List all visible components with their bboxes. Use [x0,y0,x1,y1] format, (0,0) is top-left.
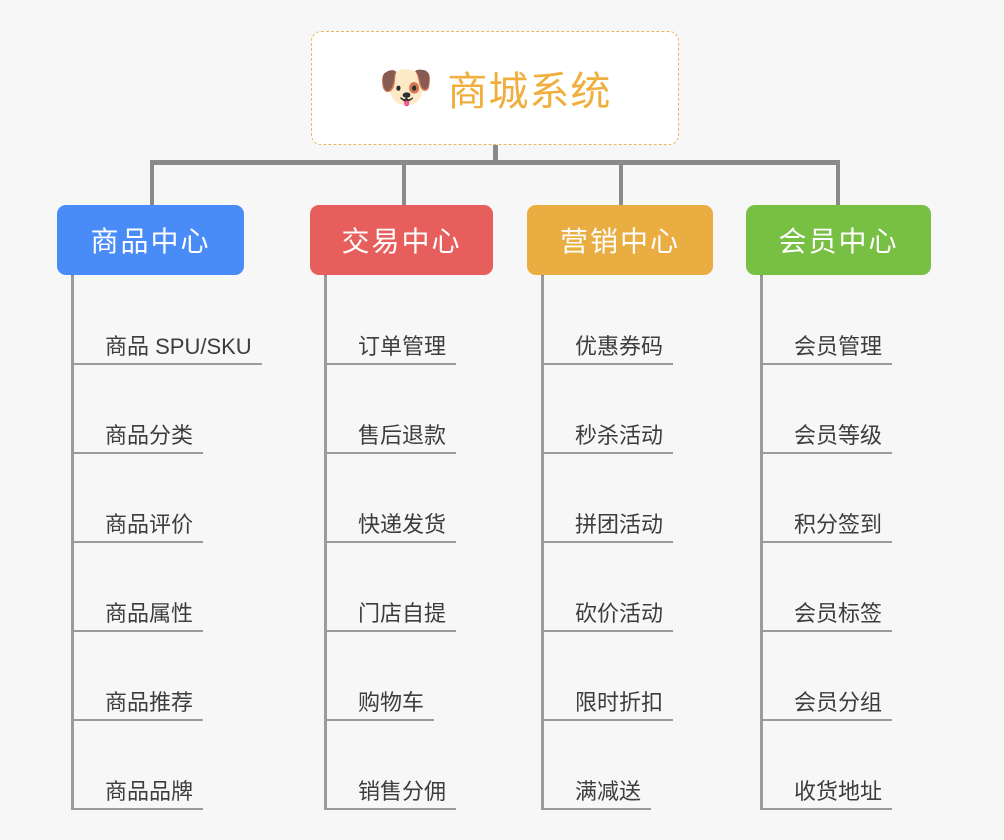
leaf-item-rule [324,719,434,721]
leaf-item-label: 会员标签 [794,600,883,626]
root-stem-connector [493,145,498,164]
leaf-item-label: 会员管理 [794,333,883,359]
branch-box-2[interactable]: 交易中心 [310,205,493,275]
leaf-spine-2 [324,276,327,810]
leaf-item-label: 商品评价 [105,511,194,537]
leaf-item-rule [760,630,892,632]
leaf-item-rule [324,808,456,810]
leaf-item-rule [760,363,892,365]
leaf-item-label: 商品品牌 [105,778,194,804]
leaf-item-rule [324,452,456,454]
leaf-item-rule [71,719,203,721]
leaf-item-label: 会员等级 [794,422,883,448]
leaf-item-rule [324,630,456,632]
branch-drop-connector-2 [402,160,406,205]
branch-label-2: 交易中心 [341,226,462,257]
leaf-item-label: 收货地址 [794,778,883,804]
leaf-item[interactable]: 拼团活动 [541,454,673,543]
leaf-item-rule [71,808,203,810]
branch-box-1[interactable]: 商品中心 [57,205,244,275]
leaf-item-rule [760,541,892,543]
root-node[interactable]: 🐶 商城系统 [311,31,679,145]
leaf-item-label: 购物车 [358,689,425,715]
leaf-item-rule [71,363,262,365]
branch-bus-connector [150,160,840,165]
leaf-item-label: 售后退款 [358,422,447,448]
leaf-item[interactable]: 销售分佣 [324,721,456,810]
leaf-item[interactable]: 订单管理 [324,276,456,365]
branch-box-3[interactable]: 营销中心 [527,205,713,275]
branch-label-4: 会员中心 [778,226,899,257]
root-node-label: 商城系统 [447,70,612,114]
leaf-item-label: 满减送 [575,778,642,804]
leaf-item[interactable]: 购物车 [324,632,446,721]
leaf-item-rule [541,630,673,632]
leaf-item-rule [71,630,203,632]
leaf-item-label: 限时折扣 [575,689,664,715]
leaf-item[interactable]: 商品品牌 [71,721,252,810]
leaf-column-1: 商品 SPU/SKU 商品分类 商品评价 商品属性 商品推荐 商品品牌 [71,276,262,810]
leaf-item-label: 快递发货 [358,511,447,537]
leaf-item-rule [71,452,203,454]
leaf-spine-1 [71,276,74,810]
leaf-item[interactable]: 会员分组 [760,632,892,721]
leaf-item-rule [541,719,673,721]
leaf-item-rule [324,541,456,543]
leaf-item[interactable]: 优惠券码 [541,276,673,365]
leaf-item-rule [760,719,892,721]
leaf-item-rule [324,363,456,365]
leaf-item[interactable]: 商品推荐 [71,632,252,721]
leaf-item-rule [541,452,673,454]
branch-drop-connector-3 [619,160,623,205]
leaf-item[interactable]: 限时折扣 [541,632,673,721]
branch-drop-connector-1 [150,160,154,205]
leaf-column-2: 订单管理 售后退款 快递发货 门店自提 购物车 销售分佣 [324,276,456,810]
leaf-item[interactable]: 满减送 [541,721,663,810]
leaf-item[interactable]: 会员管理 [760,276,892,365]
leaf-item-label: 会员分组 [794,689,883,715]
leaf-item[interactable]: 商品 SPU/SKU [71,276,262,365]
leaf-item[interactable]: 积分签到 [760,454,892,543]
leaf-item-label: 商品 SPU/SKU [105,333,252,359]
leaf-item[interactable]: 门店自提 [324,543,456,632]
leaf-item[interactable]: 商品分类 [71,365,252,454]
leaf-item-rule [71,541,203,543]
branch-box-4[interactable]: 会员中心 [746,205,931,275]
leaf-item[interactable]: 会员标签 [760,543,892,632]
shiba-dog-face-icon: 🐶 [378,63,434,112]
leaf-item-label: 商品属性 [105,600,194,626]
leaf-spine-4 [760,276,763,810]
leaf-item[interactable]: 商品评价 [71,454,252,543]
leaf-item-rule [541,541,673,543]
leaf-item-rule [541,808,651,810]
leaf-spine-3 [541,276,544,810]
leaf-item[interactable]: 快递发货 [324,454,456,543]
leaf-item-label: 拼团活动 [575,511,664,537]
leaf-item-rule [760,808,892,810]
branch-label-1: 商品中心 [90,226,211,257]
leaf-item-label: 订单管理 [358,333,447,359]
leaf-item[interactable]: 秒杀活动 [541,365,673,454]
branch-drop-connector-4 [836,160,840,205]
leaf-item-label: 积分签到 [794,511,883,537]
leaf-item-label: 商品推荐 [105,689,194,715]
leaf-item[interactable]: 商品属性 [71,543,252,632]
leaf-item-label: 销售分佣 [358,778,447,804]
leaf-column-3: 优惠券码 秒杀活动 拼团活动 砍价活动 限时折扣 满减送 [541,276,673,810]
leaf-item[interactable]: 砍价活动 [541,543,673,632]
leaf-item-label: 商品分类 [105,422,194,448]
leaf-item-label: 砍价活动 [575,600,664,626]
leaf-item-rule [541,363,673,365]
leaf-item-label: 优惠券码 [575,333,664,359]
leaf-item[interactable]: 会员等级 [760,365,892,454]
leaf-item-rule [760,452,892,454]
leaf-column-4: 会员管理 会员等级 积分签到 会员标签 会员分组 收货地址 [760,276,892,810]
branch-label-3: 营销中心 [559,226,680,257]
leaf-item[interactable]: 售后退款 [324,365,456,454]
leaf-item-label: 秒杀活动 [575,422,664,448]
leaf-item[interactable]: 收货地址 [760,721,892,810]
leaf-item-label: 门店自提 [358,600,447,626]
